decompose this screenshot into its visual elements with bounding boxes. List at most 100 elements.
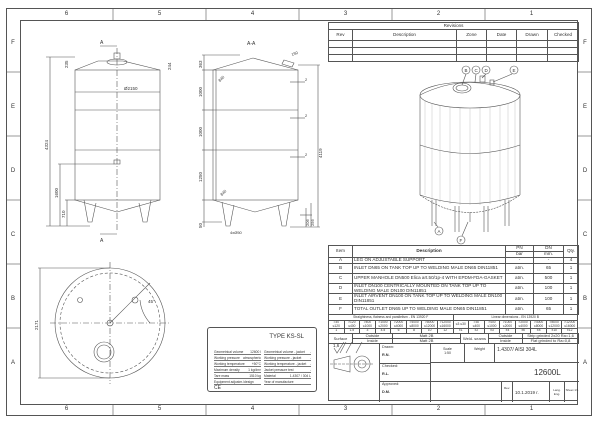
dim-r2: 256 [310, 219, 315, 226]
section-title: A-A [247, 41, 256, 47]
items-header-description: Description [352, 245, 506, 258]
dim-feet: 4xØ50 [230, 230, 243, 235]
revision-row [328, 54, 580, 62]
callout-b: B [465, 68, 468, 73]
revisions-title: Revisions [327, 22, 580, 30]
callout-e: E [513, 68, 516, 73]
zone-dividers [6, 8, 592, 416]
drawn-label: Drawn: [382, 345, 395, 349]
zone-row: E [10, 104, 15, 110]
date: 10.1.2019 r. [515, 390, 539, 395]
dim-thickness: 2 [305, 77, 308, 82]
dim-leg-height: 710 [61, 210, 66, 218]
nameplate-row: Geometrical volume - jacket- [264, 350, 311, 355]
callout-f: F [460, 238, 463, 243]
revisions-table: Revisions Rev Description Zone Date Draw… [327, 22, 580, 62]
tolerance-ranges: >30 ≤120>120 ≤400>400 ≤1000>1000 ≤2000>2… [328, 320, 578, 329]
section-view-tank [202, 54, 320, 228]
zone-col: 1 [529, 406, 534, 412]
zone-row: A [582, 360, 587, 366]
dim-ring3: 1250 [198, 171, 203, 182]
dim-ring1: 1000 [198, 86, 203, 97]
drawn-value: R.N. [382, 353, 390, 357]
dim-diameter: Ø2150 [124, 86, 138, 91]
zone-col: 4 [250, 406, 255, 412]
zone-col: 4 [250, 11, 255, 17]
section-marker-top: A [100, 40, 104, 46]
linear-range: >1000 ≤2000 [499, 320, 516, 329]
nameplate-row: Equipment adjustm./design [214, 380, 261, 385]
iso-callouts: B C D E A F [434, 65, 519, 245]
sheet: Sheet 1/1 [564, 381, 579, 402]
linear-range: ≤3 ≤30 [452, 320, 470, 329]
items-header-qty: Qty. [563, 245, 579, 258]
top-view-tank [38, 262, 170, 384]
rev-header: Date [486, 29, 517, 41]
revision-row [328, 40, 580, 48]
rev-header: Checked [546, 29, 580, 41]
linear-range: >30 ≤400 [468, 320, 485, 329]
dim-ring2: 1000 [198, 126, 203, 137]
straightness-range: >8000 ≤12000 [421, 320, 438, 329]
title-block: Drawn: R.N. Checked: R.L. Approved: D.M.… [328, 343, 579, 402]
dim-knuckle: 840 [217, 74, 226, 83]
zone-col: 2 [436, 406, 441, 412]
rev-header: Zone [456, 29, 487, 41]
zone-row: A [10, 360, 15, 366]
zone-col: 6 [64, 11, 69, 17]
dim-top-left: 235 [64, 60, 69, 68]
weight-label: Weight [465, 344, 495, 363]
zone-row: F [11, 40, 15, 46]
zone-col: 6 [64, 406, 69, 412]
dim-outlet-height: 1600 [54, 187, 59, 198]
straightness-range: >120 ≤400 [343, 320, 361, 329]
dim-angle: 45° [148, 299, 155, 304]
zone-row: E [582, 104, 587, 110]
rev-header: Description [352, 29, 457, 41]
dim-overall-height: 4324 [44, 139, 49, 150]
zone-col: 5 [157, 11, 162, 17]
language: Lang. Eng. [549, 381, 564, 402]
linear-range: >12000 ≤16000 [561, 320, 578, 329]
drawing-frame [20, 20, 578, 405]
linear-range: >400 ≤1000 [483, 320, 501, 329]
dim-top-right: 244 [167, 62, 172, 70]
dim-overall: 4119 [318, 148, 323, 158]
items-header-dn-unit: mm. [533, 251, 564, 258]
zone-row: D [582, 168, 588, 174]
zone-row: B [582, 296, 587, 302]
nameplate-row: Working temperature+50°C [214, 362, 261, 367]
drawing-name: 12600L [534, 368, 561, 377]
straightness-range: >1000 ≤2000 [374, 320, 392, 329]
zone-col: 5 [157, 406, 162, 412]
callout-a: A [438, 229, 441, 234]
nameplate-row: Working temperature - jacket- [264, 362, 311, 367]
dim-r1: 206 [305, 219, 310, 226]
dim-manhole: 150 [291, 50, 300, 57]
callout-c: C [475, 68, 479, 73]
straightness-range: >30 ≤120 [328, 320, 345, 329]
zone-col: 1 [529, 11, 534, 17]
nameplate-title: TYPE KS-SL [269, 334, 304, 340]
rev-header: Rev [328, 29, 353, 41]
approved-label: Approved: [382, 382, 400, 386]
dim-foot: 50 [198, 222, 203, 228]
isometric-tank [419, 73, 521, 237]
nameplate-row: Jacket pressure test- [264, 368, 311, 373]
rev-header: Drawn [516, 29, 548, 41]
revision-row [328, 47, 580, 55]
rev-label: Rev. [501, 381, 513, 402]
checked-value: R.L. [382, 372, 390, 376]
zone-row: F [583, 40, 587, 46]
nameplate-row: Year of manufacture [264, 380, 311, 385]
